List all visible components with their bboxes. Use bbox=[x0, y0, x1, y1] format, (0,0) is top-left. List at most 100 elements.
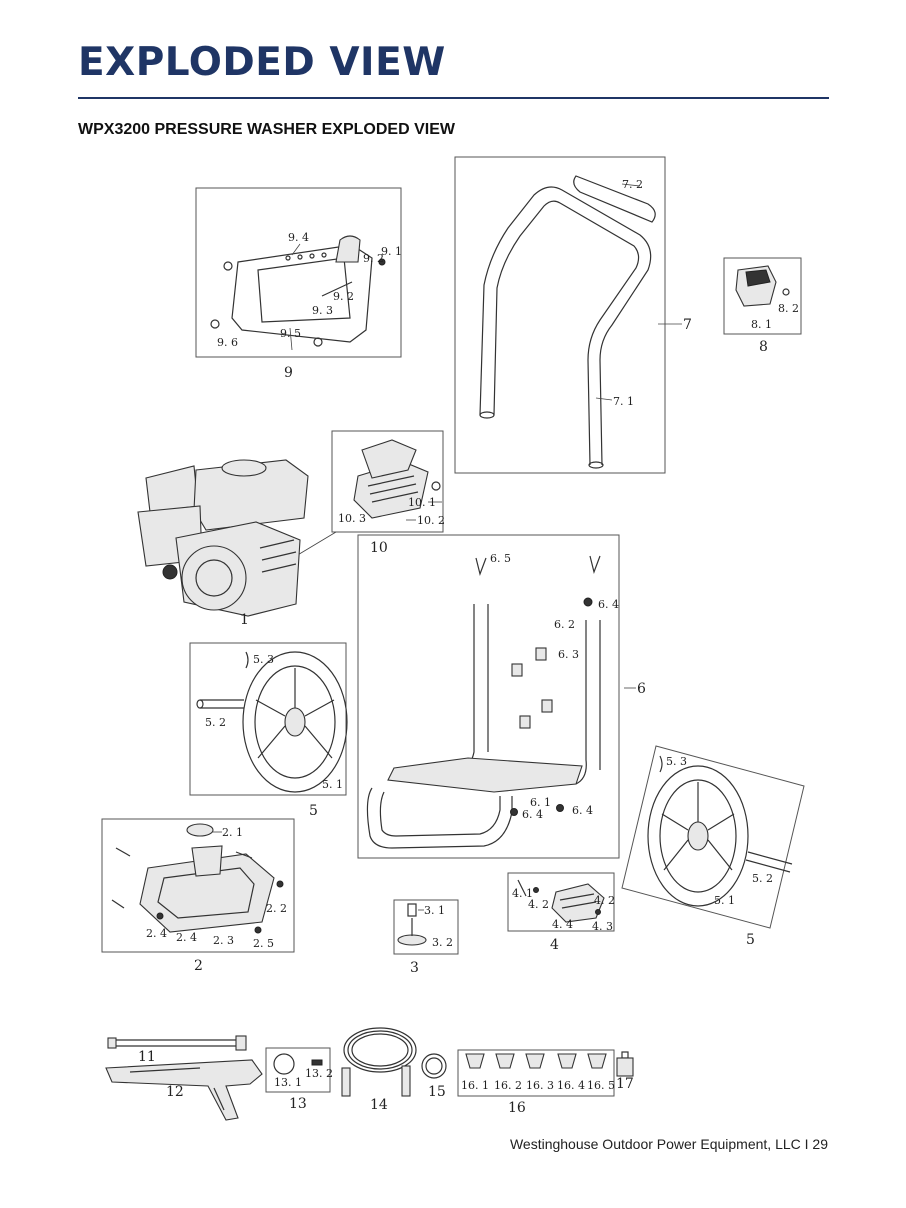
bottle-cap bbox=[621, 1051, 629, 1059]
lance-coupler bbox=[235, 1035, 247, 1051]
group-number-9: 9 bbox=[284, 365, 293, 381]
group-number-17: 17 bbox=[616, 1076, 634, 1092]
rivet-icon bbox=[285, 255, 291, 261]
recoil-hub bbox=[195, 559, 233, 597]
group-4-hose-hanger: 4. 1 4. 2 4. 2 4. 4 4. 3 4 bbox=[507, 872, 615, 953]
leader-line bbox=[595, 397, 613, 401]
label-9-4: 9. 4 bbox=[288, 231, 309, 244]
tube-end bbox=[479, 411, 495, 419]
nozzle-icon bbox=[495, 1053, 515, 1069]
spacer-icon bbox=[535, 647, 547, 661]
pump-manifold bbox=[361, 439, 417, 479]
group-5-wheel-right: 5. 3 5. 2 5. 1 5 bbox=[621, 745, 805, 948]
label-2-5: 2. 5 bbox=[253, 937, 274, 950]
box-group-2 bbox=[101, 818, 295, 953]
wheel-spoke bbox=[304, 699, 335, 717]
group-1-engine: 1 bbox=[137, 459, 309, 628]
label-5-3: 5. 3 bbox=[253, 653, 274, 666]
label-3-2: 3. 2 bbox=[432, 936, 453, 949]
nut-icon bbox=[510, 808, 518, 816]
label-9-3: 9. 3 bbox=[312, 304, 333, 317]
group-3-foot: 3. 1 3. 2 3 bbox=[393, 899, 459, 976]
hose-coil bbox=[351, 1033, 409, 1067]
foot-stud bbox=[407, 903, 417, 917]
cotter-pin-icon bbox=[245, 651, 249, 669]
hose-coil bbox=[347, 1030, 413, 1070]
label-6-4: 6. 4 bbox=[522, 808, 543, 821]
nozzle-icon bbox=[587, 1053, 607, 1069]
group-13-quick-connect-kit: 13. 1 13. 2 13 bbox=[265, 1047, 333, 1112]
nozzle-icon bbox=[525, 1053, 545, 1069]
label-8-2: 8. 2 bbox=[778, 302, 799, 315]
label-2-2: 2. 2 bbox=[266, 902, 287, 915]
label-4-2: 4. 2 bbox=[594, 894, 615, 907]
group-7-handle: 7. 2 7 7. 1 bbox=[454, 156, 692, 474]
label-5-3: 5. 3 bbox=[666, 755, 687, 768]
hanger-body bbox=[551, 883, 605, 923]
group-number-12: 12 bbox=[166, 1084, 184, 1100]
label-5-2: 5. 2 bbox=[752, 872, 773, 885]
leader-line bbox=[289, 327, 293, 351]
label-16-3: 16. 3 bbox=[526, 1079, 554, 1092]
engine-fin bbox=[259, 539, 295, 549]
group-number-2: 2 bbox=[194, 958, 203, 974]
label-7-1: 7. 1 bbox=[613, 395, 634, 408]
wheel-spoke bbox=[304, 725, 333, 759]
title-rule bbox=[78, 97, 829, 99]
handle-grip bbox=[573, 175, 656, 223]
frame-base-loop-inner bbox=[379, 791, 501, 837]
label-10-1: 10. 1 bbox=[408, 496, 436, 509]
nozzle-icon bbox=[557, 1053, 577, 1069]
group-number-14: 14 bbox=[370, 1097, 388, 1113]
label-16-4: 16. 4 bbox=[557, 1079, 585, 1092]
frame-tube-left bbox=[391, 604, 475, 781]
engine-air-filter bbox=[145, 465, 199, 513]
screw-icon bbox=[321, 281, 353, 297]
label-9-6: 9. 6 bbox=[217, 336, 238, 349]
label-5-2: 5. 2 bbox=[205, 716, 226, 729]
box-group-16 bbox=[457, 1049, 615, 1097]
handle-tube-inner bbox=[493, 200, 640, 466]
label-7-2: 7. 2 bbox=[622, 178, 643, 191]
footer-separator: I bbox=[804, 1136, 809, 1152]
label-13-1: 13. 1 bbox=[274, 1076, 302, 1089]
group-15-hose-ring: 15 bbox=[421, 1053, 447, 1100]
label-10-3: 10. 3 bbox=[338, 512, 366, 525]
label-9-2: 9. 2 bbox=[333, 290, 354, 303]
diagram-subtitle: WPX3200 PRESSURE WASHER EXPLODED VIEW bbox=[78, 121, 455, 138]
screw-icon bbox=[782, 288, 790, 296]
wheel-tire bbox=[242, 651, 348, 793]
handle-tube-outer bbox=[479, 186, 652, 466]
axle-end bbox=[196, 699, 204, 709]
bracket-window bbox=[257, 257, 351, 323]
hanger-rib bbox=[561, 901, 597, 909]
box-group-5-right bbox=[621, 745, 805, 929]
group-number-5: 5 bbox=[309, 803, 318, 819]
cotter-pin-icon bbox=[659, 755, 663, 773]
group-number-1: 1 bbox=[240, 612, 249, 628]
label-16-1: 16. 1 bbox=[461, 1079, 489, 1092]
wheel-spoke bbox=[707, 839, 733, 871]
label-3-1: 3. 1 bbox=[424, 904, 445, 917]
label-2-3: 2. 3 bbox=[213, 934, 234, 947]
ring-icon bbox=[425, 1057, 443, 1075]
group-number-16: 16 bbox=[508, 1100, 526, 1116]
axle-icon bbox=[745, 851, 793, 873]
group-number-10: 10 bbox=[370, 540, 388, 556]
label-6-1: 6. 1 bbox=[530, 796, 551, 809]
label-9-1: 9. 1 bbox=[381, 245, 402, 258]
wheel-spoke bbox=[707, 813, 735, 831]
pump-rib bbox=[367, 475, 415, 487]
group-12-spray-gun: 12 bbox=[105, 1059, 263, 1121]
frame-deck bbox=[387, 757, 583, 793]
label-4-4: 4. 4 bbox=[552, 918, 573, 931]
spacer-icon bbox=[511, 663, 523, 677]
tube-end bbox=[588, 461, 604, 469]
group-16-nozzles: 16. 1 16. 2 16. 3 16. 4 16. 5 16 bbox=[457, 1049, 615, 1116]
label-5-1: 5. 1 bbox=[322, 778, 343, 791]
label-13-2: 13. 2 bbox=[305, 1067, 333, 1080]
frame-base-loop bbox=[366, 787, 513, 849]
leader-line-pump-to-engine bbox=[295, 531, 337, 557]
label-4-3: 4. 3 bbox=[592, 920, 613, 933]
